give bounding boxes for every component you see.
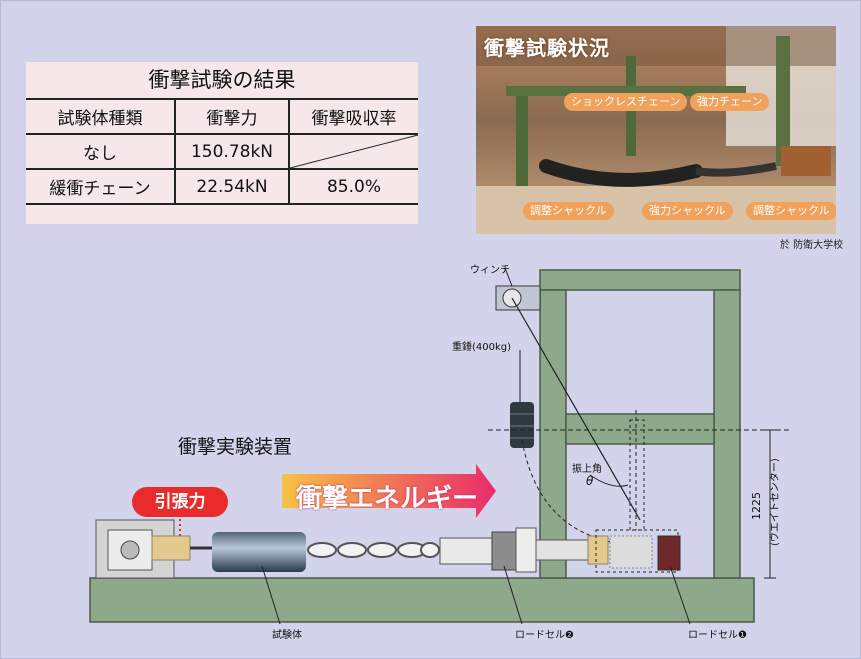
load-cell-2-label: ロードセル❷ [515,630,574,641]
leader-load-cell-1 [669,565,691,625]
table-header-row: 試験体種類 衝撃力 衝撃吸収率 [26,98,418,134]
results-grid: 試験体種類 衝撃力 衝撃吸収率 なし 150.78kN 緩衝チェーン 22.54… [26,98,418,205]
chain-links [307,542,440,558]
frame-crossbeam [565,413,715,445]
specimen-cylinder [212,532,306,572]
energy-arrow [282,464,496,518]
results-title: 衝撃試験の結果 [148,68,296,92]
rod-coupling [439,537,493,565]
header-specimen-type: 試験体種類 [26,98,176,134]
photo-credit: 於 防衛大学校 [780,240,844,251]
row1-rate-empty [289,133,418,169]
row2-type: 緩衝チェーン [26,168,176,205]
row2-rate: 85.0% [289,168,418,205]
leader-load-cell-2 [503,565,523,625]
clevis-pin [151,535,191,561]
diagonal-strike [290,135,418,168]
header-impact-force: 衝撃力 [175,98,290,134]
test-photo: 衝撃試験状況 ショックレスチェーン 強力チェーン 調整シャックル 強力シャックル… [476,26,836,234]
row1-type: なし [26,133,176,169]
photo-title: 衝撃試験状況 [484,36,610,60]
tension-label: 引張力 [132,487,228,517]
leader-specimen [261,565,281,625]
tag-strong-chain: 強力チェーン [690,93,770,111]
tag-strong-shackle: 強力シャックル [642,202,733,220]
theta-label: θ [586,474,594,488]
tag-shockless-chain: ショックレスチェーン [564,93,688,111]
load-cell-1-label: ロードセル❶ [688,630,747,641]
impact-test-diagram [89,267,790,625]
diagram-title: 衝撃実験装置 [178,436,293,458]
tag-adjust-shackle-right: 調整シャックル [746,202,836,220]
height-note: (ウエイトセンター) [770,458,781,546]
energy-label: 衝撃エネルギー [296,484,479,514]
swing-angle-label: 振上角 [572,464,602,475]
frame-left-column [539,289,567,579]
winch-cable [511,297,641,521]
photo-scene [476,26,836,234]
row2-force: 22.54kN [175,168,290,205]
table-row: なし 150.78kN [26,133,418,169]
results-table: 衝撃試験の結果 試験体種類 衝撃力 衝撃吸収率 なし 150.78kN 緩衝チェ… [26,62,418,224]
load-cell-1 [657,535,681,571]
row1-force: 150.78kN [175,133,290,169]
height-value: 1225 [750,492,763,520]
winch-label: ウィンチ [470,265,510,276]
tag-adjust-shackle-left: 調整シャックル [523,202,614,220]
table-row: 緩衝チェーン 22.54kN 85.0% [26,168,418,205]
load-cell-2 [491,531,517,571]
frame-top [539,269,741,291]
weight-label: 重錘(400kg) [452,342,512,353]
frame-right-column [713,289,741,579]
specimen-label: 試験体 [272,630,302,641]
header-absorption-rate: 衝撃吸収率 [289,98,418,134]
base-beam [89,577,755,623]
